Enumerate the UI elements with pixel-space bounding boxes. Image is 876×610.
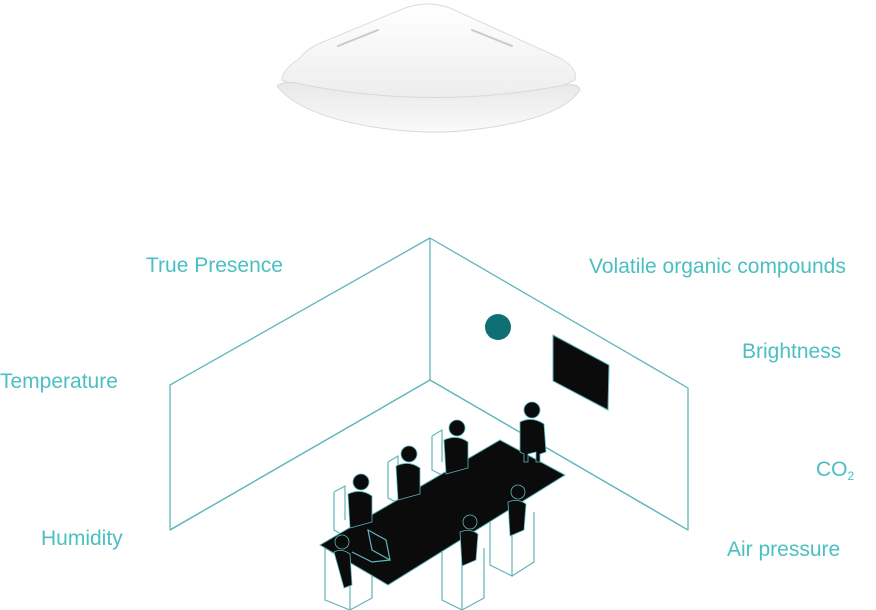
person-seated-3: [443, 419, 469, 475]
device-vent-right: [471, 29, 513, 47]
label-co2-base: CO: [816, 458, 848, 481]
device-side-face: [276, 81, 581, 133]
device-vent-left: [337, 29, 379, 47]
label-air-pressure: Air pressure: [727, 538, 841, 561]
room-floor-edge: [169, 379, 689, 531]
chair-front-2: [441, 548, 485, 610]
room-left-wall: [169, 237, 431, 531]
person-front-1: [333, 534, 353, 589]
label-true-presence: True Presence: [146, 254, 283, 277]
person-front-3: [507, 484, 527, 537]
person-front-2: [459, 514, 479, 567]
person-seated-2: [395, 445, 421, 501]
chair-front-3: [489, 512, 535, 577]
label-humidity: Humidity: [41, 527, 123, 550]
laptop: [351, 528, 391, 563]
label-brightness: Brightness: [742, 340, 842, 363]
person-seated-1: [347, 473, 373, 529]
wall-sensor-dot: [485, 314, 511, 340]
conference-table: [319, 439, 566, 586]
label-co2: CO2: [816, 458, 854, 482]
person-standing: [519, 401, 547, 463]
label-temperature: Temperature: [0, 370, 118, 393]
label-volatile-organic-compounds: Volatile organic compounds: [589, 255, 846, 278]
wall-screen: [552, 334, 610, 411]
label-co2-subscript: 2: [847, 469, 855, 483]
